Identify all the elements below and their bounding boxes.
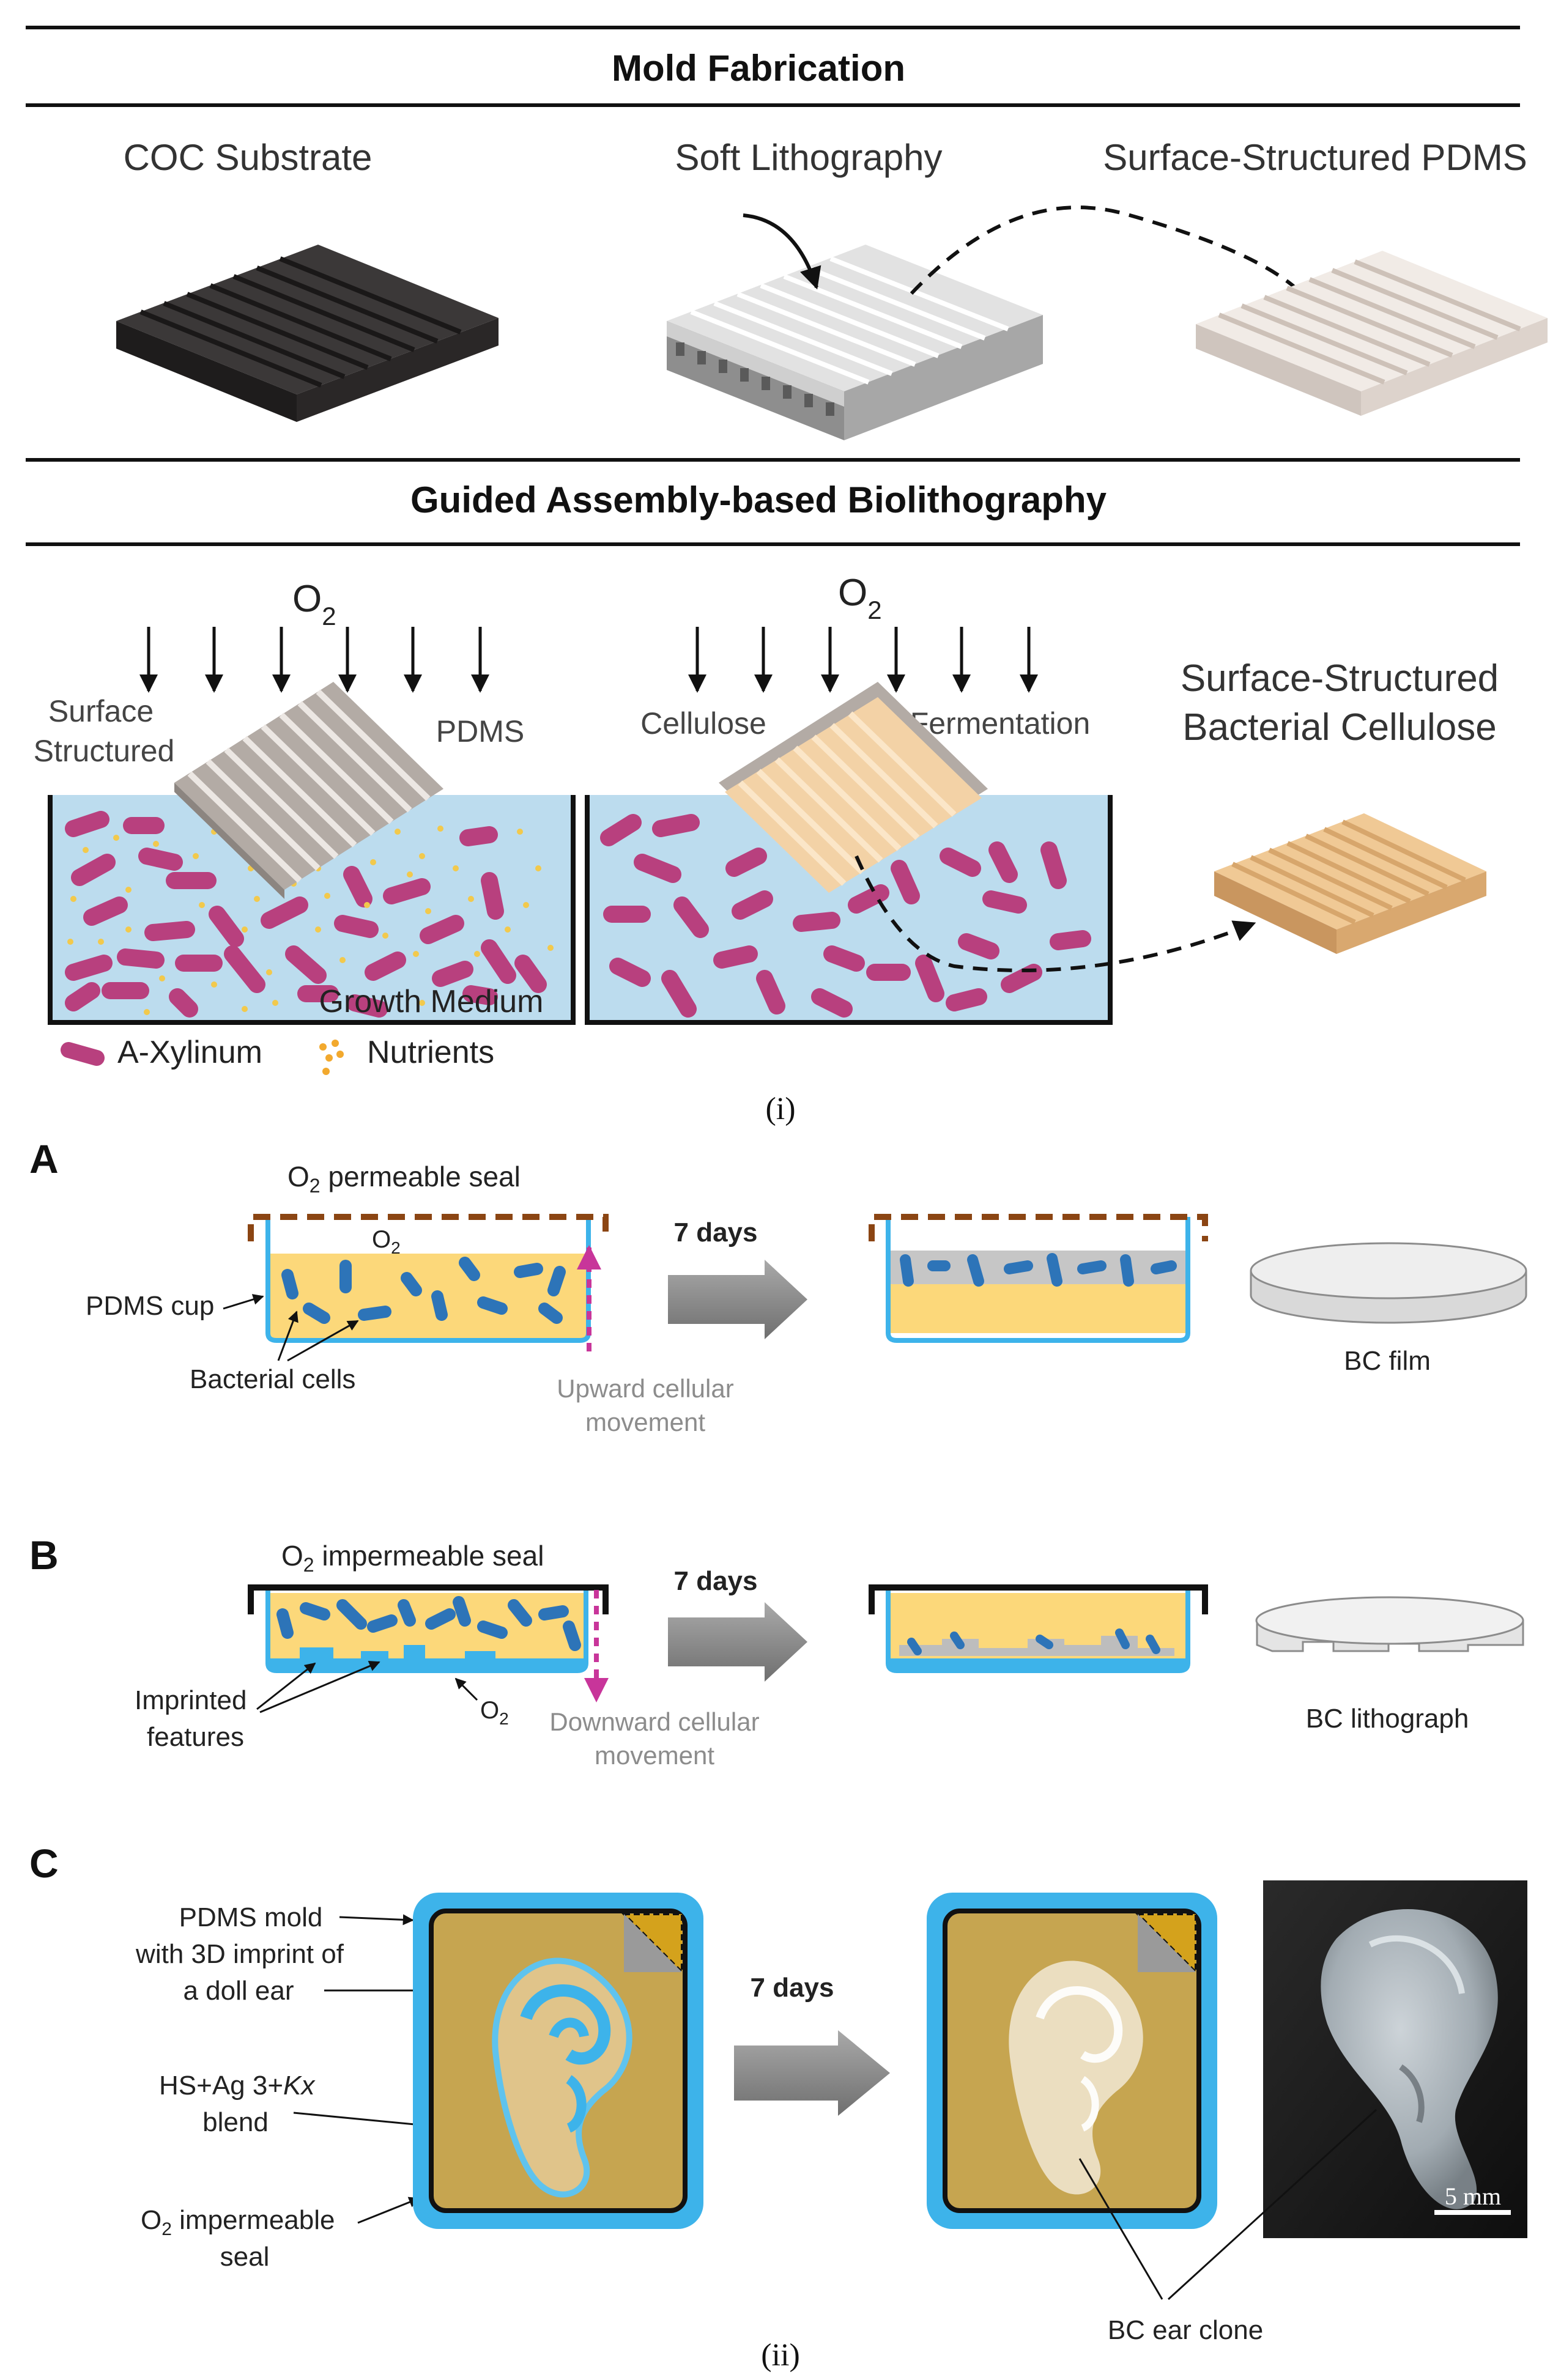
curved-arrow-pour xyxy=(743,213,821,290)
pdms-stamp-left xyxy=(174,682,443,899)
panel-b-o2-label: O2 xyxy=(480,1697,509,1728)
panel-a-letter: A xyxy=(29,1136,59,1181)
panel-a-movement-l1: Upward cellular xyxy=(557,1374,733,1403)
ssbc-block xyxy=(1214,813,1486,954)
panel-c-blend-l1: HS+Ag 3+Kx xyxy=(159,2071,316,2101)
fermentation-word: Fermentation xyxy=(910,706,1091,741)
structured-word: Structured xyxy=(34,734,175,768)
legend-nutrients-swatch xyxy=(319,1040,344,1075)
panel-b-seal-label: O2 impermeable seal xyxy=(281,1540,544,1576)
surface-structured-pdms-block xyxy=(1196,251,1548,416)
panel-b-movement-l2: movement xyxy=(595,1741,714,1770)
panel-b-cup xyxy=(248,1584,609,1673)
panel-c: C PDMS mold with 3D imprint of a doll ea… xyxy=(29,1841,1527,2345)
legend-xylinum-label: A-Xylinum xyxy=(117,1035,262,1070)
panel-c-seal-l2: seal xyxy=(220,2242,270,2272)
ear-clone-photo: 5 mm xyxy=(1263,1880,1527,2238)
legend-nutrients-label: Nutrients xyxy=(367,1035,494,1070)
ssbc-label-line2: Bacterial Cellulose xyxy=(1182,706,1496,748)
soft-lithography-label: Soft Lithography xyxy=(675,137,943,178)
panel-c-mold xyxy=(413,1893,703,2229)
panel-b-letter: B xyxy=(29,1532,59,1578)
panel-b: B O2 impermeable seal xyxy=(29,1532,1524,1770)
panel-a-gray-arrow xyxy=(668,1260,807,1339)
bc-lithograph-shape xyxy=(1255,1596,1524,1652)
cellulose-word: Cellulose xyxy=(640,706,766,741)
panel-b-movement-l1: Downward cellular xyxy=(549,1707,759,1736)
caption-i: (i) xyxy=(765,1092,795,1126)
panel-i: Mold Fabrication COC Substrate Soft Lith… xyxy=(26,26,1548,1126)
coc-substrate-label: COC Substrate xyxy=(124,137,373,178)
panel-b-imprinted-l1: Imprinted xyxy=(135,1685,247,1715)
panel-a-movement-l2: movement xyxy=(585,1408,705,1436)
growth-tank-left xyxy=(48,795,576,1025)
panel-a-product-label: BC film xyxy=(1344,1346,1431,1376)
o2-arrows-mid xyxy=(688,627,1038,693)
section-title-mold-fabrication: Mold Fabrication xyxy=(612,48,905,89)
panel-a-pdms-cup-label: PDMS cup xyxy=(86,1291,214,1321)
panel-c-gray-arrow xyxy=(734,2030,890,2116)
panel-c-seal-l1: O2 impermeable xyxy=(141,2205,335,2239)
panel-c-mold-after xyxy=(927,1893,1217,2229)
panel-c-mold-l3: a doll ear xyxy=(183,1976,294,2006)
surface-word: Surface xyxy=(48,694,154,728)
o2-label-mid: O2 xyxy=(838,572,882,624)
panel-b-imprinted-l2: features xyxy=(147,1722,244,1752)
ssbc-label-line1: Surface-Structured xyxy=(1181,657,1499,700)
soft-lithography-block xyxy=(667,245,1043,440)
panel-a-o2-label: O2 xyxy=(372,1226,401,1257)
panel-a: A O2 permeable seal O2 PDMS cup xyxy=(29,1136,1527,1436)
surface-structured-pdms-label: Surface-Structured PDMS xyxy=(1103,137,1527,178)
panel-c-ear-clone-label: BC ear clone xyxy=(1108,2315,1263,2345)
dashed-arrow-harvest xyxy=(855,855,1256,972)
coc-substrate-block xyxy=(116,245,499,422)
caption-ii: (ii) xyxy=(761,2338,800,2373)
dashed-arrow-transfer xyxy=(910,205,1314,308)
panel-c-letter: C xyxy=(29,1841,59,1886)
panel-b-product-label: BC lithograph xyxy=(1306,1704,1469,1734)
panel-a-days-label: 7 days xyxy=(674,1218,758,1247)
pdms-word: PDMS xyxy=(436,714,524,748)
scale-bar-label: 5 mm xyxy=(1445,2182,1501,2210)
panel-a-seal-label: O2 permeable seal xyxy=(287,1161,521,1197)
bc-film-shape xyxy=(1250,1242,1527,1324)
panel-c-blend-l2: blend xyxy=(202,2107,269,2137)
section-title-biolithography: Guided Assembly-based Biolithography xyxy=(410,479,1107,520)
panel-a-cup xyxy=(248,1214,609,1343)
o2-arrows-left xyxy=(139,627,489,693)
panel-c-mold-l1: PDMS mold xyxy=(179,1902,323,1932)
panel-c-days-label: 7 days xyxy=(751,1973,834,2003)
panel-c-mold-l2: with 3D imprint of xyxy=(135,1939,344,1969)
panel-a-bacterial-cells-label: Bacterial cells xyxy=(190,1364,355,1394)
panel-b-gray-arrow xyxy=(668,1602,807,1682)
growth-medium-label: Growth Medium xyxy=(319,984,544,1019)
panel-b-cup-after xyxy=(869,1584,1208,1673)
legend-xylinum-swatch xyxy=(61,1042,105,1066)
pdms-stamp-with-cellulose xyxy=(719,682,988,893)
o2-label-left: O2 xyxy=(292,578,336,630)
panel-a-cup-after xyxy=(869,1214,1208,1343)
panel-b-days-label: 7 days xyxy=(674,1566,758,1596)
